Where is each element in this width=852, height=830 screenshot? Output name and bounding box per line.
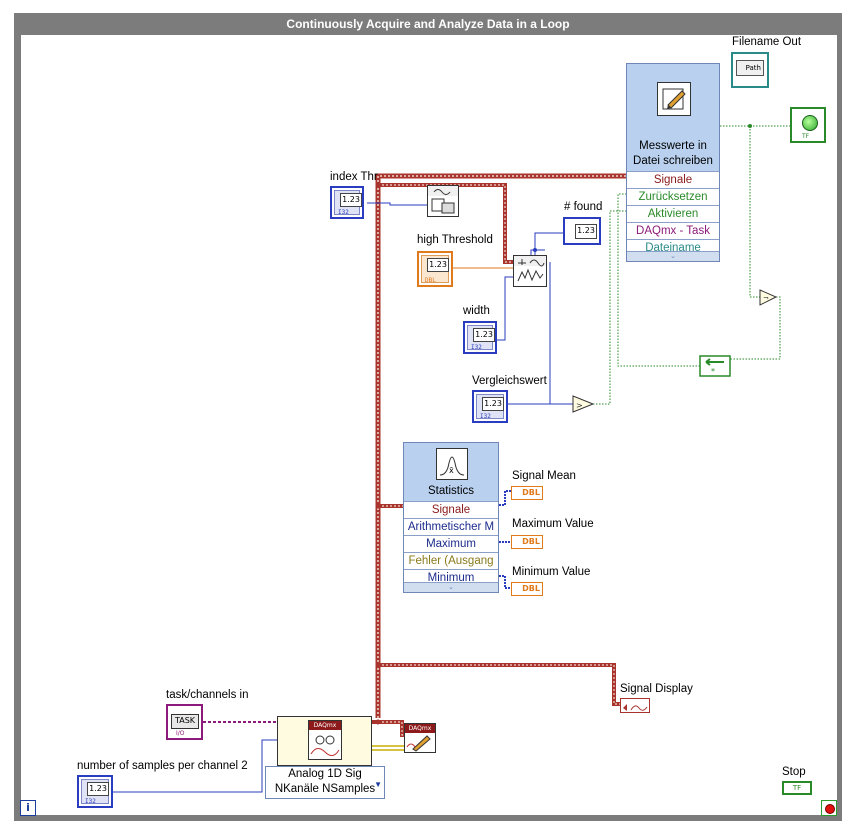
filename-out-indicator[interactable]: Path: [731, 52, 769, 88]
write-row-zuruecksetzen[interactable]: Zurücksetzen: [627, 188, 719, 206]
statistics-node-header: x̄ Statistics: [404, 443, 498, 501]
svg-text:¬: ¬: [763, 294, 769, 302]
threshold-vi-icon[interactable]: [427, 185, 459, 217]
samples-per-channel-label: number of samples per channel 2: [77, 760, 248, 772]
write-file-icon: [657, 82, 691, 116]
tf-type: TF: [802, 133, 810, 140]
filename-out-label: Filename Out: [732, 36, 802, 48]
loop-condition-terminal[interactable]: [821, 800, 837, 816]
daqmx-write-icon[interactable]: DAQmx: [404, 723, 436, 753]
path-value: Path: [736, 60, 764, 76]
daqmx-header: DAQmx: [405, 724, 435, 733]
width-control[interactable]: 1.23 I32: [463, 321, 497, 354]
compare-value-label: Vergleichswert: [472, 375, 547, 387]
numeric-value: 1.23: [427, 258, 449, 272]
daqmx-read-node[interactable]: DAQmx: [277, 716, 372, 766]
width-label: width: [463, 305, 490, 317]
type-i32: I32: [480, 413, 491, 420]
stop-control[interactable]: TF: [782, 781, 812, 795]
found-indicator[interactable]: 1.23: [563, 217, 601, 245]
peak-detector-vi-icon[interactable]: [513, 255, 547, 287]
numeric-value: 1.23: [575, 224, 597, 239]
daqmx-selector-line2: NKanäle NSamples: [274, 783, 376, 795]
task-value: TASK: [171, 714, 199, 729]
type-i32: I32: [471, 344, 482, 351]
write-row-signale[interactable]: Signale: [627, 171, 719, 189]
index-threshold-control[interactable]: 1.23 I32: [330, 186, 364, 219]
svg-text:x̄: x̄: [449, 466, 454, 475]
minimum-value-label: Minimum Value: [512, 566, 591, 578]
signal-mean-label: Signal Mean: [512, 470, 576, 482]
minimum-value-indicator[interactable]: DBL: [511, 582, 543, 596]
maximum-value-label: Maximum Value: [512, 518, 594, 530]
found-label: # found: [564, 201, 603, 213]
daqmx-polymorphic-selector[interactable]: Analog 1D Sig NKanäle NSamples ▼: [265, 766, 385, 799]
numeric-value: 1.23: [340, 193, 362, 207]
stop-label: Stop: [782, 766, 806, 778]
write-row-daqmx-task[interactable]: DAQmx - Task: [627, 222, 719, 240]
io-type: I/O: [176, 730, 185, 737]
samples-per-channel-control[interactable]: 1.23 I32: [77, 775, 113, 808]
index-threshold-label: index Thr: [330, 171, 378, 183]
write-measurements-node[interactable]: Messwerte in Datei schreiben Signale Zur…: [626, 63, 720, 262]
write-row-aktivieren[interactable]: Aktivieren: [627, 205, 719, 223]
high-threshold-control[interactable]: 1.23 DBL: [417, 251, 453, 287]
compare-value-control[interactable]: 1.23 I32: [472, 390, 508, 423]
task-channels-label: task/channels in: [166, 689, 249, 701]
svg-text:*: *: [711, 367, 715, 376]
write-node-title-2: Datei schreiben: [633, 155, 713, 167]
write-node-expand[interactable]: ⌄: [627, 251, 719, 261]
numeric-value: 1.23: [482, 397, 504, 411]
stats-row-maximum[interactable]: Maximum: [404, 535, 498, 553]
signal-mean-indicator[interactable]: DBL: [511, 486, 543, 500]
stats-node-expand[interactable]: ⌄: [404, 582, 498, 592]
stats-row-arithmetic-mean[interactable]: Arithmetischer M: [404, 518, 498, 536]
daqmx-selector-line1: Analog 1D Sig: [288, 768, 362, 780]
signal-display-indicator[interactable]: [620, 698, 650, 713]
led-icon: [802, 115, 818, 131]
write-node-header: Messwerte in Datei schreiben: [627, 64, 719, 171]
stats-row-signale[interactable]: Signale: [404, 501, 498, 519]
stop-condition-icon: [825, 804, 835, 814]
task-channels-control[interactable]: TASK I/O: [166, 704, 203, 740]
dropdown-arrow-icon: ▼: [374, 780, 382, 789]
stats-row-error-out[interactable]: Fehler (Ausgang: [404, 552, 498, 570]
numeric-value: 1.23: [87, 782, 109, 796]
high-threshold-label: high Threshold: [417, 234, 493, 246]
maximum-value-indicator[interactable]: DBL: [511, 535, 543, 549]
type-i32: I32: [338, 209, 349, 216]
type-i32: I32: [85, 798, 96, 805]
statistics-title: Statistics: [427, 485, 474, 497]
signal-display-label: Signal Display: [620, 683, 693, 695]
daqmx-read-icon: DAQmx: [308, 720, 342, 760]
iteration-terminal[interactable]: i: [20, 800, 36, 816]
statistics-node[interactable]: x̄ Statistics Signale Arithmetischer M M…: [403, 442, 499, 593]
boolean-indicator[interactable]: TF: [790, 107, 826, 143]
type-dbl: DBL: [425, 277, 436, 284]
numeric-value: 1.23: [473, 328, 495, 342]
statistics-icon: x̄: [436, 448, 468, 480]
daqmx-header: DAQmx: [309, 721, 341, 730]
write-node-title-1: Messwerte in: [639, 140, 707, 152]
svg-text:>: >: [576, 401, 583, 410]
loop-title: Continuously Acquire and Analyze Data in…: [286, 17, 570, 31]
